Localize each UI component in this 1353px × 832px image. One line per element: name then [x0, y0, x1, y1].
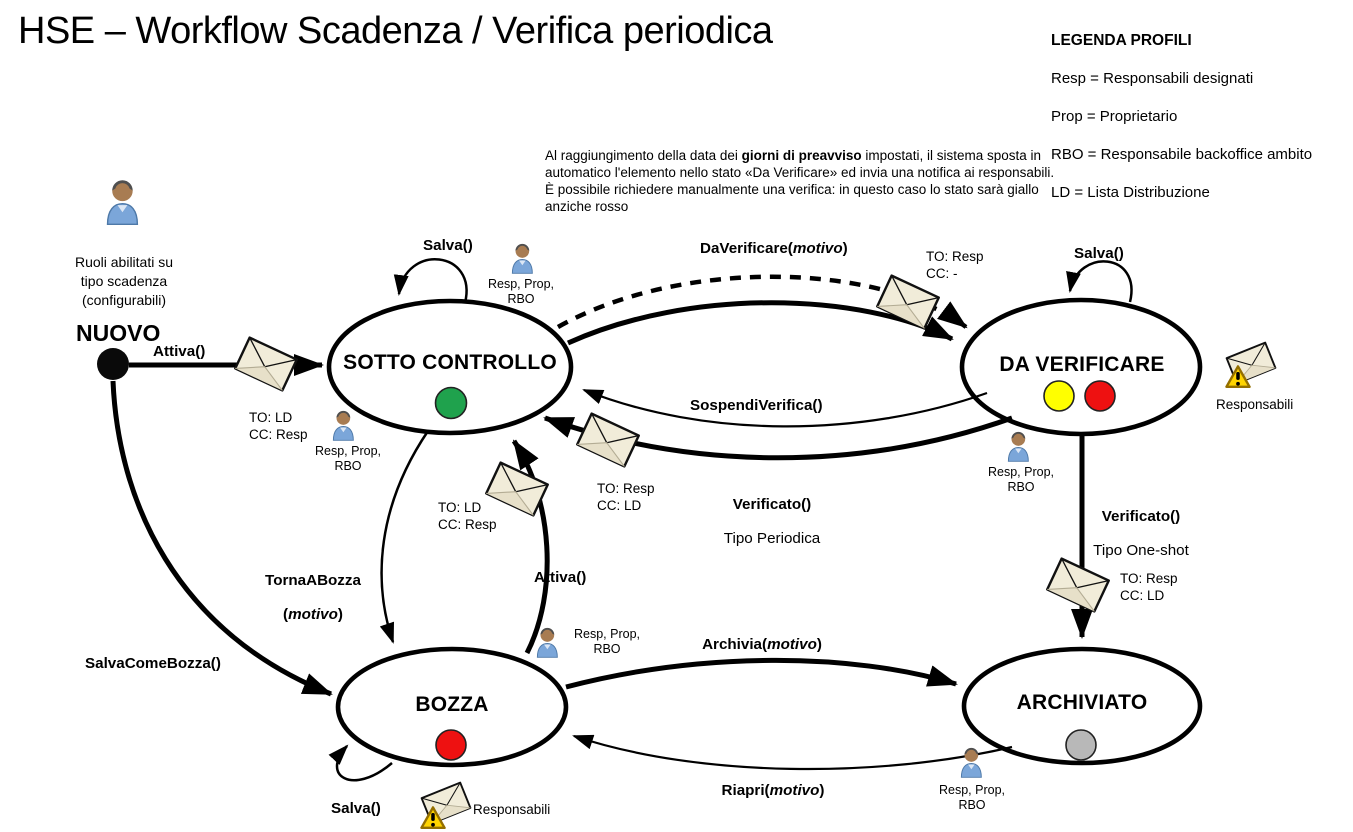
responsabili-bozza-label: Responsabili: [473, 802, 551, 817]
notify-verificato-oneshot: TO: Resp CC: LD: [1120, 571, 1178, 603]
label-main: Verificato(): [1101, 508, 1181, 525]
notify-attiva-bozza: TO: LD CC: Resp: [438, 500, 497, 532]
status-dot-red-dv: [1084, 380, 1116, 412]
label-sub: Tipo Periodica: [723, 530, 821, 547]
person-icon: [332, 410, 354, 441]
note-post: impostati, il sistema sposta in automati…: [545, 148, 1055, 214]
label-post: ): [819, 782, 825, 799]
salva-dv-label: Salva(): [1074, 245, 1124, 262]
auto-verify-note: Al raggiungimento della data dei giorni …: [545, 147, 1115, 215]
person-icon: [960, 747, 982, 778]
note-bold: giorni di preavviso: [741, 148, 862, 163]
notify-attiva-iniziale: TO: LD CC: Resp: [249, 410, 308, 442]
mail-envelope-icon: [576, 412, 640, 468]
transition-salva-come-bozza-path: [110, 380, 333, 697]
sospendi-verifica-label: SospendiVerifica(): [690, 397, 823, 414]
mail-envelope-icon: [876, 274, 940, 330]
verificato-periodica-label: Verificato() Tipo Periodica: [724, 479, 821, 564]
mail-envelope-icon: [234, 336, 298, 392]
notify-verificato-periodica: TO: Resp CC: LD: [597, 481, 655, 513]
state-bozza-label: BOZZA: [415, 693, 489, 716]
person-icon: [106, 179, 139, 225]
da-verificare-label: DaVerificare(motivo): [700, 240, 848, 257]
transition-torna-a-bozza-path: [379, 430, 430, 644]
initial-state-dot: [97, 348, 129, 380]
person-icon: [1007, 431, 1029, 462]
label-post: ): [337, 606, 343, 623]
status-dot-red-bozza: [435, 729, 467, 761]
person-icon: [511, 243, 533, 274]
page-title: HSE – Workflow Scadenza / Verifica perio…: [18, 10, 773, 52]
label-line1: TornaABozza: [265, 572, 361, 589]
attiva-iniziale-label: Attiva(): [153, 343, 206, 360]
transition-salva-sc-loop: [393, 258, 468, 304]
notify-da-verificare: TO: Resp CC: -: [926, 249, 984, 281]
state-sotto-controllo-ellipse: [326, 298, 574, 436]
note-pre: Al raggiungimento della data dei: [545, 148, 742, 163]
state-archiviato-ellipse: [961, 646, 1203, 766]
transition-salva-bozza-loop: [328, 744, 393, 782]
state-sotto-controllo-label: SOTTO CONTROLLO: [343, 351, 557, 374]
verificato-oneshot-label: Verificato() Tipo One-shot: [1093, 491, 1189, 576]
transition-attiva-bozza-path: [511, 439, 550, 655]
label-pre: Archivia(: [702, 636, 768, 653]
transition-salva-dv-loop: [1066, 260, 1133, 303]
riapri-label: Riapri(motivo): [722, 782, 825, 799]
label-arg: motivo: [767, 636, 817, 653]
label-pre: Riapri(: [721, 782, 770, 799]
label-post: ): [816, 636, 822, 653]
legend: LEGENDA PROFILI Resp = Responsabili desi…: [1051, 13, 1312, 221]
responsabili-dv-label: Responsabili: [1216, 397, 1294, 412]
roles-archiviato: Resp, Prop, RBO: [938, 783, 1006, 812]
label-arg: motivo: [288, 606, 338, 623]
state-archiviato-label: ARCHIVIATO: [1016, 691, 1148, 714]
status-dot-green: [434, 386, 468, 420]
state-nuovo-label: NUOVO: [76, 320, 161, 346]
legend-item: LD = Lista Distribuzione: [1051, 184, 1210, 201]
label-arg: motivo: [792, 240, 843, 257]
salva-sc-label: Salva(): [423, 237, 473, 254]
status-dot-gray: [1065, 729, 1097, 761]
label-sub: Tipo One-shot: [1093, 542, 1189, 559]
salva-come-bozza-label: SalvaComeBozza(): [85, 655, 221, 672]
roles-enabled-note: Ruoli abilitati su tipo scadenza (config…: [74, 254, 174, 308]
archivia-label: Archivia(motivo): [702, 636, 822, 653]
roles-dv: Resp, Prop, RBO: [987, 465, 1055, 494]
status-dot-yellow: [1043, 380, 1075, 412]
label-pre: (: [283, 606, 289, 623]
legend-item: Resp = Responsabili designati: [1051, 70, 1254, 87]
torna-a-bozza-label: TornaABozza (motivo): [265, 555, 361, 640]
salva-bozza-label: Salva(): [331, 800, 381, 817]
transition-archivia-path: [565, 657, 958, 690]
roles-sc-top: Resp, Prop, RBO: [487, 277, 555, 306]
attiva-bozza-label: Attiva(): [534, 569, 587, 586]
legend-title: LEGENDA PROFILI: [1051, 32, 1192, 49]
legend-item: Prop = Proprietario: [1051, 108, 1178, 125]
roles-sc-left: Resp, Prop, RBO: [314, 444, 382, 473]
label-main: Verificato(): [732, 496, 812, 513]
person-icon: [536, 627, 558, 658]
state-da-verificare-label: DA VERIFICARE: [999, 353, 1165, 376]
legend-item: RBO = Responsabile backoffice ambito: [1051, 146, 1313, 163]
transition-da-verificare-auto-path: [556, 274, 968, 329]
transition-riapri-path: [572, 734, 1013, 771]
state-bozza-ellipse: [335, 646, 569, 768]
label-arg: motivo: [769, 782, 820, 799]
roles-bozza: Resp, Prop, RBO: [573, 627, 641, 656]
transition-sospendi-verifica-path: [582, 388, 988, 428]
label-pre: DaVerificare(: [700, 240, 793, 257]
label-post: ): [842, 240, 848, 257]
